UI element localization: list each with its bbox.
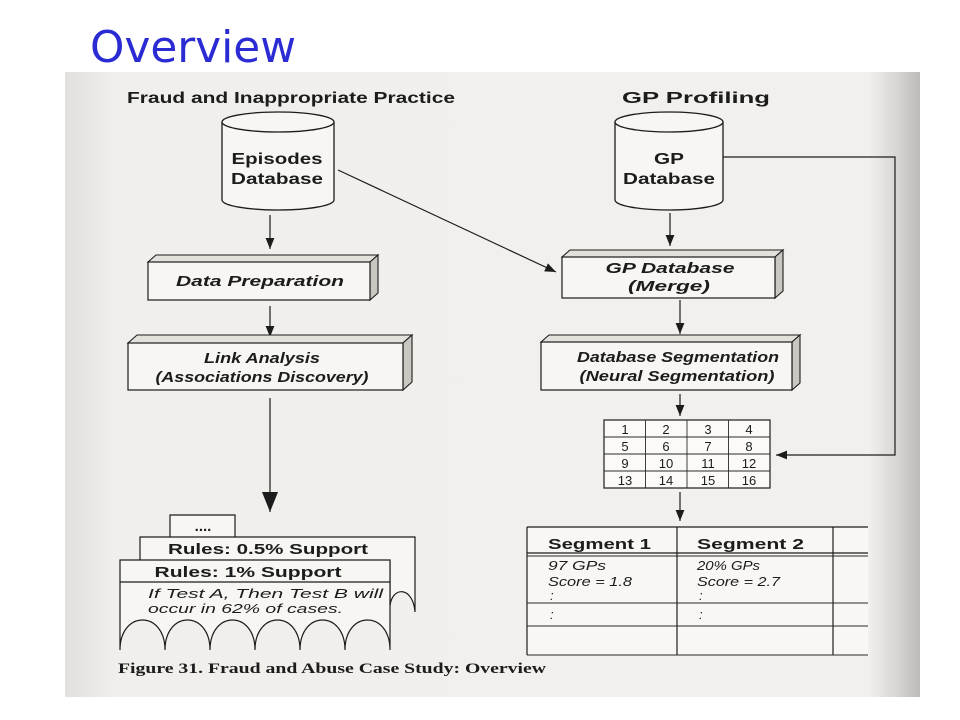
gp-database-merge-label-1: GP Database — [606, 260, 735, 277]
grid-cell: 13 — [618, 473, 632, 488]
gp-database-label-2: Database — [623, 171, 715, 188]
data-preparation-label: Data Preparation — [176, 273, 344, 290]
rules-pages: .... Rules: 0.5% Support Rules: 1% Suppo… — [119, 514, 416, 651]
table-cell: : — [550, 607, 554, 622]
gp-database-merge-label-2: (Merge) — [628, 278, 710, 295]
table-cell: : — [550, 588, 554, 603]
gp-profiling-heading: GP Profiling — [622, 90, 770, 107]
database-segmentation-label-1: Database Segmentation — [577, 349, 779, 366]
episodes-database-cylinder: Episodes Database — [221, 111, 335, 211]
grid-cell: 15 — [701, 473, 715, 488]
connector-gp-db-to-grid — [723, 156, 896, 460]
arrow-episodes-to-merge — [337, 169, 557, 273]
grid-cell: 8 — [745, 439, 752, 454]
rules-back-page-label: .... — [195, 518, 212, 535]
rules-body-line-1: If Test A, Then Test B will — [148, 586, 385, 601]
gp-database-label-1: GP — [654, 151, 684, 168]
rules-front-page-label: Rules: 1% Support — [155, 564, 342, 581]
table-header-segment-1: Segment 1 — [548, 536, 651, 553]
link-analysis-label-2: (Associations Discovery) — [156, 369, 369, 386]
grid-cell: 6 — [662, 439, 669, 454]
grid-cell: 7 — [704, 439, 711, 454]
table-cell: 20% GPs — [696, 558, 761, 573]
fraud-heading: Fraud and Inappropriate Practice — [127, 90, 455, 107]
episodes-database-label-1: Episodes — [232, 151, 323, 168]
data-preparation-box: Data Preparation — [146, 253, 380, 302]
grid-cell: 16 — [742, 473, 756, 488]
table-cell: Score = 1.8 — [548, 574, 633, 589]
grid-cell: 11 — [701, 456, 715, 471]
link-analysis-label-1: Link Analysis — [204, 350, 320, 367]
segment-grid: 1 2 3 4 5 6 7 8 9 10 11 12 13 14 15 16 — [603, 419, 771, 489]
gp-database-cylinder: GP Database — [614, 111, 724, 211]
grid-cell: 3 — [704, 422, 711, 437]
figure-caption: Figure 31. Fraud and Abuse Case Study: O… — [118, 661, 546, 677]
grid-cell: 2 — [662, 422, 669, 437]
episodes-database-label-2: Database — [231, 171, 323, 188]
rules-back-page — [169, 514, 236, 540]
grid-cell: 12 — [742, 456, 756, 471]
grid-cell: 9 — [621, 456, 628, 471]
database-segmentation-box: Database Segmentation (Neural Segmentati… — [539, 333, 802, 392]
table-cell: 97 GPs — [548, 558, 607, 573]
rules-middle-page-label: Rules: 0.5% Support — [168, 541, 368, 558]
gp-database-merge-box: GP Database (Merge) — [560, 248, 785, 300]
grid-cell: 4 — [745, 422, 752, 437]
grid-cell: 1 — [621, 422, 628, 437]
grid-cell: 5 — [621, 439, 628, 454]
link-analysis-box: Link Analysis (Associations Discovery) — [126, 333, 414, 392]
table-header-segment-2: Segment 2 — [697, 536, 804, 553]
table-cell: : — [699, 588, 703, 603]
table-cell: : — [699, 607, 703, 622]
segments-table: Segment 1 Segment 2 97 GPs 20% GPs Score… — [526, 526, 868, 656]
slide-title: Overview — [90, 22, 296, 73]
rules-body-line-2: occur in 62% of cases. — [148, 601, 343, 616]
database-segmentation-label-2: (Neural Segmentation) — [580, 368, 775, 385]
table-cell: Score = 2.7 — [697, 574, 781, 589]
grid-cell: 14 — [659, 473, 673, 488]
grid-cell: 10 — [659, 456, 673, 471]
